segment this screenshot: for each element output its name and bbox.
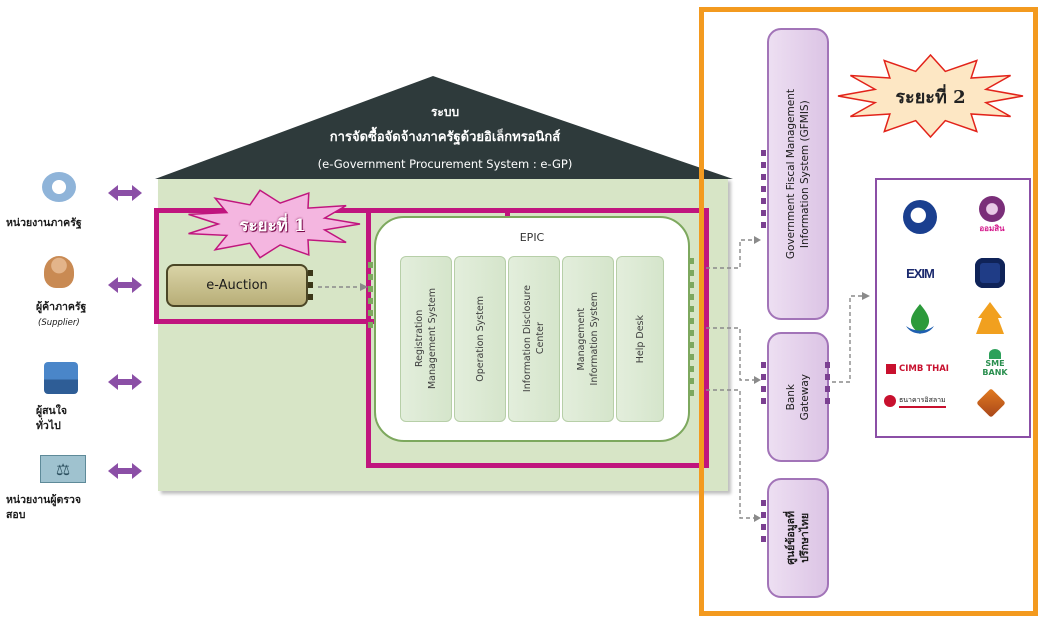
cimb-logo: CIMB THAI <box>886 360 952 378</box>
islamic-bank-logo-text: ธนาคารอิสลาม <box>899 395 946 408</box>
ghb-logo-icon <box>976 302 1004 334</box>
epic-module-registration: Registration Management System <box>400 256 452 422</box>
baac-logo-icon <box>906 304 934 334</box>
actor-general-public: ผู้สนใจ ทั่วไป <box>6 362 136 442</box>
bank-gateway-left-ports <box>761 362 767 412</box>
actor-sublabel: (Supplier) <box>38 318 80 328</box>
double-arrow-icon <box>108 185 142 479</box>
actor-supplier: ผู้ค้าภาครัฐ (Supplier) <box>6 256 136 336</box>
actor-label: หน่วยงานภาครัฐ <box>6 217 82 229</box>
islamic-bank-logo-icon <box>884 395 896 407</box>
phase1-starburst <box>188 189 361 259</box>
islamic-bank-logo: ธนาคารอิสลาม <box>884 392 954 410</box>
e-auction-box: e-Auction <box>166 264 308 307</box>
e-auction-ports <box>308 266 316 306</box>
actor-label: หน่วยงานผู้ตรวจ สอบ <box>6 494 82 521</box>
government-building-icon <box>42 172 76 202</box>
gsb-logo: ออมสิน <box>970 196 1014 242</box>
phase2-starburst <box>837 53 1024 139</box>
epic-module-operation: Operation System <box>454 256 506 422</box>
phase1-frame-right <box>366 208 709 468</box>
epic-right-ports <box>689 258 695 408</box>
epic-module-disclosure: Information Disclosure Center <box>508 256 560 422</box>
egp-roof <box>155 76 733 179</box>
e-auction-label: e-Auction <box>206 278 268 293</box>
phase2-frame <box>699 7 1038 616</box>
gfmis-box: Government Fiscal Management Information… <box>767 28 829 320</box>
cimb-logo-text: CIMB THAI <box>899 364 949 374</box>
gfmis-ports <box>761 150 767 240</box>
thai-advisory-center-box: ศูนย์ข้อมูลที่ ปรึกษาไทย <box>767 478 829 598</box>
bank-gateway-box: Bank Gateway <box>767 332 829 462</box>
exim-logo-text: EXIM <box>906 265 935 281</box>
computer-user-icon <box>44 362 78 394</box>
epic-left-ports <box>368 262 374 330</box>
ktb-logo-icon <box>975 258 1005 288</box>
sme-bank-logo: SME BANK <box>975 349 1015 383</box>
sme-bank-logo-icon <box>989 349 1001 359</box>
phase1-label: ระยะที่ 1 <box>239 216 306 236</box>
gsb-logo-text: ออมสิน <box>979 224 1005 233</box>
actor-arrows <box>108 185 142 479</box>
actor-government-agency: หน่วยงานภาครัฐ <box>6 172 136 234</box>
epic-module-mis: Management Information System <box>562 256 614 422</box>
roof-title-line3: (e-Government Procurement System : e-GP) <box>317 157 573 171</box>
exim-logo-icon: EXIM <box>897 263 943 283</box>
bot-logo-icon <box>903 200 937 234</box>
actor-label: ผู้สนใจ ทั่วไป <box>36 405 68 432</box>
sme-bank-logo-text: SME BANK <box>982 359 1008 377</box>
bank-gateway-right-ports <box>825 362 831 412</box>
roof-title-line2: การจัดซื้อจัดจ้างภาครัฐด้วยอิเล็กทรอนิกส… <box>329 130 561 145</box>
actor-audit-agency: ⚖ หน่วยงานผู้ตรวจ สอบ <box>6 455 146 535</box>
phase2-label: ระยะที่ 2 <box>895 87 966 108</box>
scales-icon: ⚖ <box>40 455 86 483</box>
epic-title: EPIC <box>519 231 545 244</box>
supplier-person-icon <box>44 256 74 288</box>
thai-advisory-center-ports <box>761 500 767 550</box>
epic-module-helpdesk: Help Desk <box>616 256 664 422</box>
actor-label: ผู้ค้าภาครัฐ <box>36 301 87 313</box>
roof-title-line1: ระบบ <box>430 105 460 119</box>
cimb-logo-icon <box>886 364 896 374</box>
banks-panel <box>875 178 1031 438</box>
gsb-logo-icon <box>979 196 1005 222</box>
